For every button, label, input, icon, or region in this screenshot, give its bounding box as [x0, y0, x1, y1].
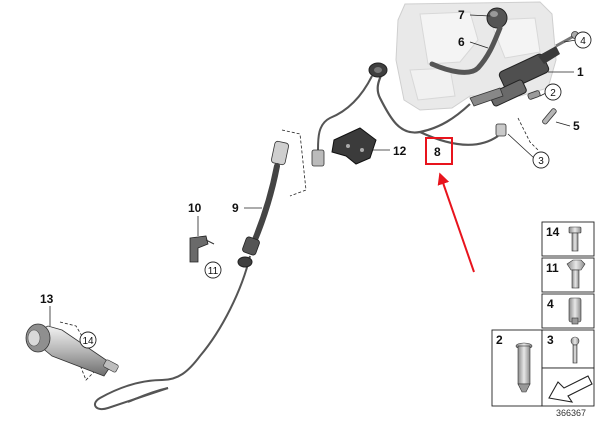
rigid-line-to-cylinder[interactable]: [127, 387, 169, 403]
callout-1: 1: [577, 65, 584, 79]
part-5-pin[interactable]: [542, 108, 557, 125]
highlight-arrow: [437, 172, 475, 273]
callout-10: 10: [188, 201, 202, 215]
callout-9: 9: [232, 201, 239, 215]
feed-line-upper[interactable]: [317, 75, 373, 151]
callout-3-circle: 3: [532, 151, 550, 169]
svg-text:2: 2: [550, 88, 556, 99]
line-grommet: [368, 62, 388, 78]
callout-12: 12: [393, 144, 407, 158]
callout-6: 6: [458, 35, 465, 49]
reference-number: 366367: [556, 408, 586, 418]
callout-2-circle: 2: [544, 83, 562, 101]
part-12-line-bracket[interactable]: [331, 127, 377, 165]
callout-11-circle: 11: [204, 261, 222, 279]
legend-bolt-11-icon: [566, 259, 586, 289]
part-8-highlight-box: [425, 137, 453, 165]
legend-bolt-14-icon: [568, 226, 582, 252]
legend-label-14: 14: [546, 225, 560, 239]
part-6-reservoir-hose[interactable]: [429, 25, 503, 75]
svg-text:4: 4: [580, 36, 586, 47]
part-3-fitting[interactable]: [495, 123, 507, 137]
part-10-bracket[interactable]: [189, 235, 215, 263]
feed-line-fitting: [311, 149, 325, 167]
part-1-clutch-master-cylinder[interactable]: [469, 46, 560, 107]
legend-label-2: 2: [496, 333, 503, 347]
leader-lines: [49, 14, 577, 326]
svg-text:3: 3: [538, 156, 544, 167]
callout-4-circle: 4: [574, 31, 592, 49]
part-9-clutch-hose[interactable]: [242, 140, 289, 256]
part-13-clutch-slave-cylinder[interactable]: [25, 323, 119, 377]
legend-direction-arrow-icon: [548, 375, 593, 403]
rigid-line-lower[interactable]: [93, 255, 251, 410]
legend-sleeve-4-icon: [568, 297, 582, 325]
callout-5: 5: [573, 119, 580, 133]
legend-label-11: 11: [546, 261, 559, 275]
svg-text:11: 11: [208, 266, 219, 277]
part-8-line-to-fitting[interactable]: [419, 131, 499, 146]
callout-7: 7: [458, 8, 465, 22]
callout-14-circle: 14: [79, 331, 97, 349]
legend-screw-3-icon: [570, 336, 580, 364]
hardware-legend: 14 11 4 2 3: [491, 221, 595, 407]
part-7-rubber-knob[interactable]: [486, 7, 508, 29]
callout-13: 13: [40, 292, 54, 306]
legend-label-4: 4: [547, 297, 554, 311]
legend-pin-2-icon: [515, 342, 533, 393]
svg-text:14: 14: [82, 336, 94, 347]
legend-label-3: 3: [547, 333, 554, 347]
part-8-pressure-line[interactable]: [376, 68, 471, 134]
line-grommet-lower: [237, 256, 253, 268]
callout-8: 8: [434, 145, 441, 159]
part-2-clip[interactable]: [527, 90, 541, 100]
